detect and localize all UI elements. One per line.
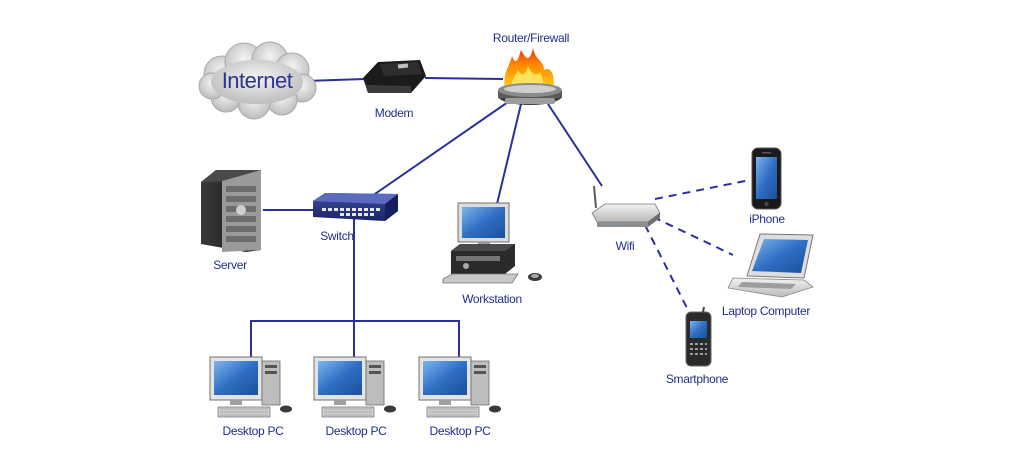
iphone-icon: [751, 147, 782, 210]
desktop-pc-label: Desktop PC: [325, 424, 387, 438]
workstation-icon: [442, 202, 542, 284]
modem-label: Modem: [374, 106, 414, 120]
internet-label: Internet: [221, 68, 293, 93]
modem-icon: [363, 60, 426, 93]
smartphone-icon: [685, 306, 712, 367]
desktop-pc-icon: [209, 356, 292, 418]
wireless-connections: [644, 179, 751, 313]
wireless-link-laptop: [652, 216, 734, 256]
desktop-pc-label: Desktop PC: [222, 424, 284, 438]
laptop-icon: [727, 233, 814, 298]
iphone-label: iPhone: [749, 212, 785, 226]
wireless-link-iphone: [654, 179, 751, 200]
laptop-label: Laptop Computer: [721, 304, 811, 318]
wifi-label: Wifi: [615, 239, 635, 253]
wireless-link-smartphone: [644, 224, 690, 313]
link-modem-router: [424, 77, 504, 80]
connections: [250, 77, 603, 358]
smartphone-label: Smartphone: [665, 372, 729, 386]
router-label: Router/Firewall: [492, 31, 570, 45]
switch-icon: [313, 193, 398, 221]
link-router-wifi: [547, 103, 603, 187]
desktop-pc-icon: [418, 356, 501, 418]
link-router-workstation: [496, 103, 522, 205]
link-internet-modem: [304, 78, 366, 82]
link-router-switch: [371, 101, 509, 197]
desktop-pc-label: Desktop PC: [429, 424, 491, 438]
desktop-pc-icon: [313, 356, 396, 418]
workstation-label: Workstation: [462, 292, 522, 306]
server-icon: [201, 170, 261, 252]
cloud-icon: [198, 41, 317, 120]
wifi-router-icon: [591, 185, 661, 227]
switch-label: Switch: [320, 229, 354, 243]
server-label: Server: [213, 258, 247, 272]
firewall-router-icon: [498, 48, 562, 105]
